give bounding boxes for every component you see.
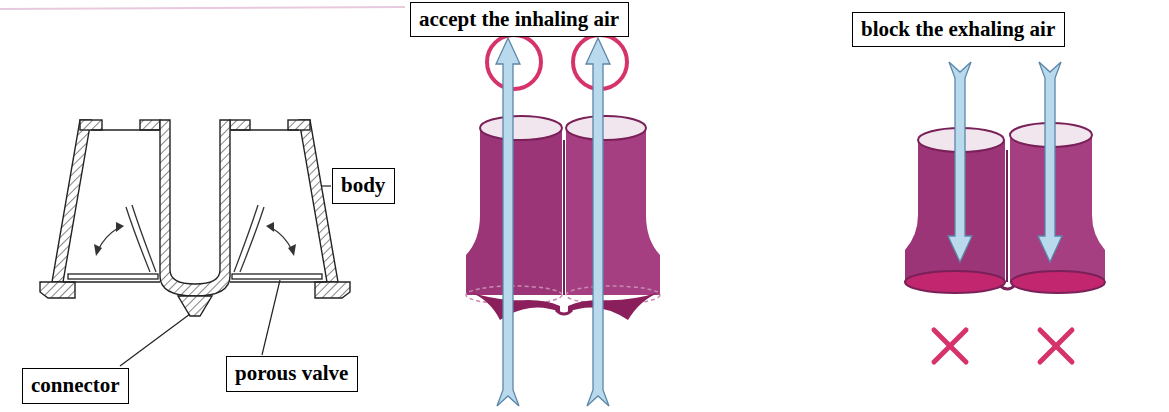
flap-arrowheads	[94, 222, 296, 256]
label-box: body	[332, 168, 395, 204]
valve-flaps	[98, 205, 292, 272]
label-box: porous valve	[226, 356, 358, 392]
label-text: body	[341, 172, 385, 198]
cross-section-lines	[63, 130, 327, 282]
inhale-arrows	[496, 38, 610, 406]
exhale-arrows	[948, 62, 1062, 262]
label-box: accept the inhaling air	[410, 2, 629, 37]
top-rule	[0, 7, 405, 9]
blocked-crosses	[934, 330, 1072, 362]
label-text: accept the inhaling air	[419, 6, 619, 32]
porous-valve-plates	[68, 274, 322, 279]
label-box: block the exhaling air	[852, 12, 1065, 47]
mask-valve-closed	[905, 123, 1105, 293]
mask-valve-open	[466, 116, 660, 320]
label-box: connector	[22, 368, 129, 404]
label-text: block the exhaling air	[861, 16, 1055, 42]
cross-section	[40, 120, 350, 316]
label-text: porous valve	[235, 360, 348, 386]
label-text: connector	[31, 372, 120, 398]
leader-lines	[120, 186, 331, 366]
